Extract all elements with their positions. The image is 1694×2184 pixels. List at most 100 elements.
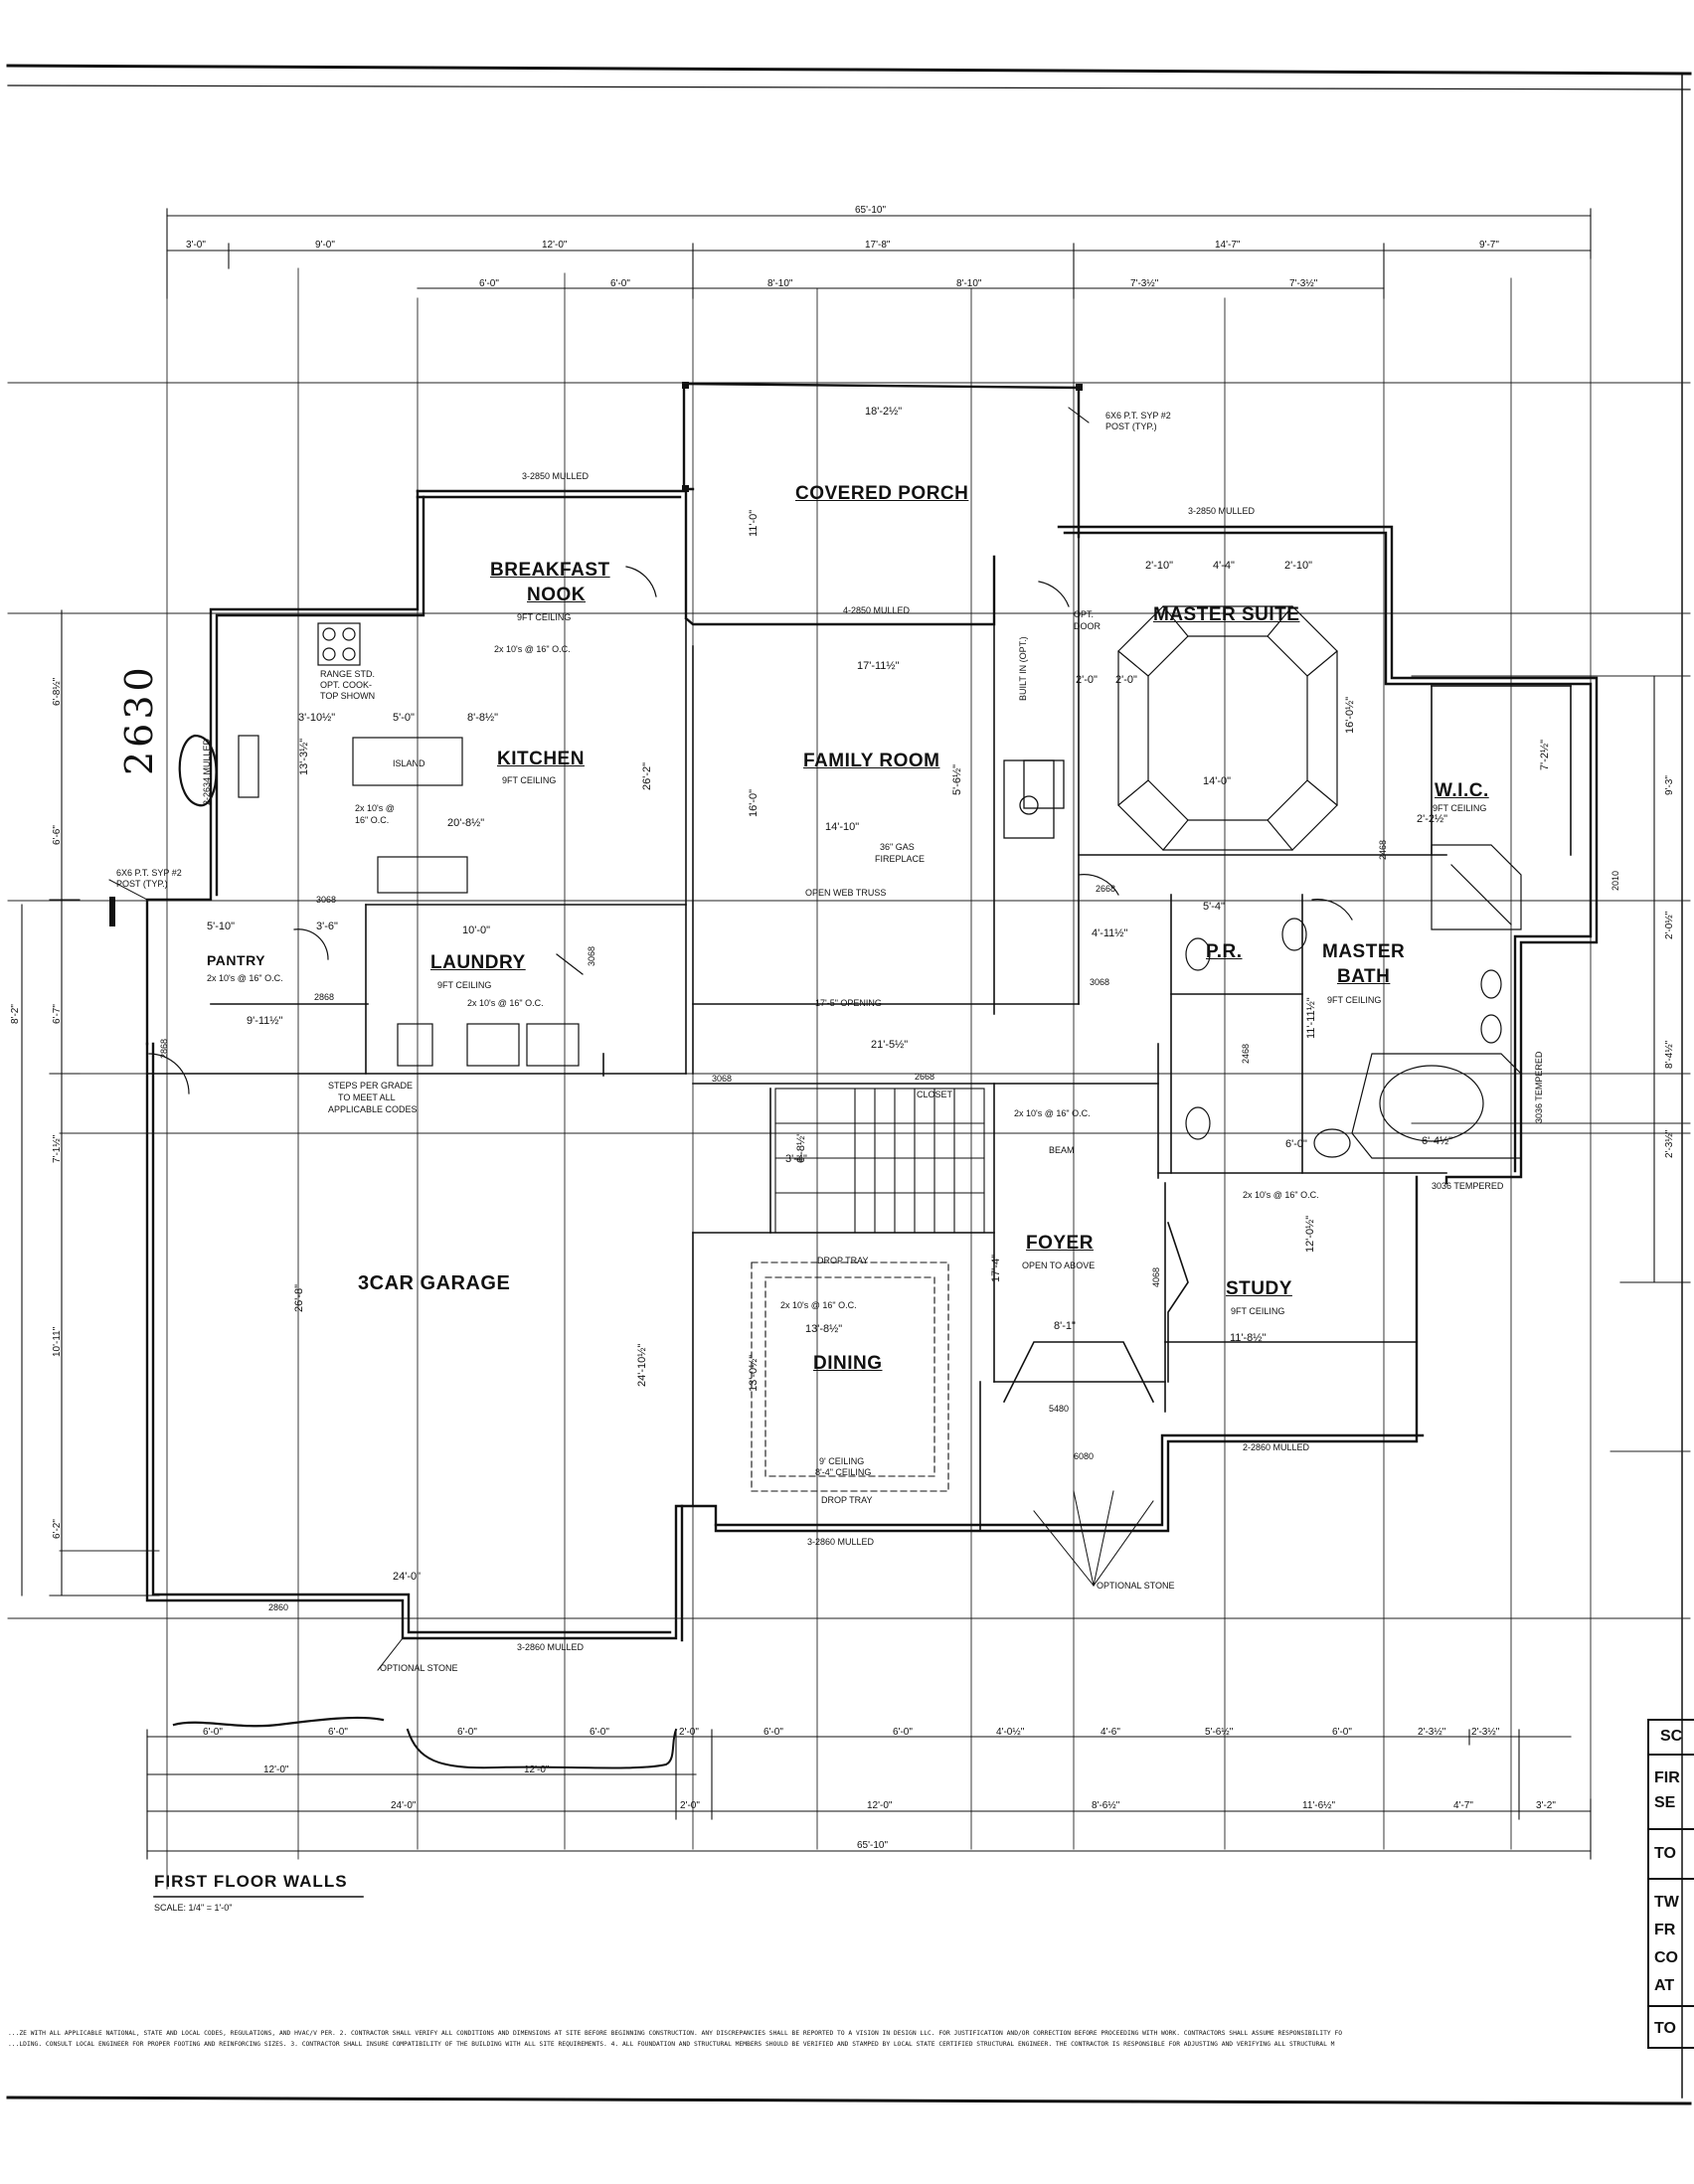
title-block-8: TO bbox=[1654, 2020, 1676, 2037]
dim-dining-height: 13'-0½" bbox=[748, 1354, 760, 1392]
post-note-2b: POST (TYP.) bbox=[1105, 421, 1157, 431]
nook-ceiling: 9FT CEILING bbox=[517, 612, 572, 622]
dim-right-r1: 9'-3" bbox=[1664, 775, 1675, 795]
dim-top-a1: 3'-0" bbox=[186, 240, 206, 251]
interior-walls bbox=[146, 536, 1572, 1532]
tempered-note-1: 3036 TEMPERED bbox=[1534, 1051, 1544, 1123]
dim-top-a6: 9'-7" bbox=[1479, 240, 1499, 251]
dim-wic-width: 2'-2½" bbox=[1417, 813, 1448, 825]
opt-door-1: OPT. bbox=[1074, 609, 1095, 619]
room-foyer: FOYER bbox=[1026, 1233, 1094, 1254]
drop-tray-label: DROP TRAY bbox=[821, 1495, 873, 1505]
built-in-note: BUILT IN (OPT.) bbox=[1018, 636, 1028, 701]
plan-title: FIRST FLOOR WALLS bbox=[154, 1872, 348, 1891]
dim-bot-e1: 24'-0" bbox=[391, 1800, 417, 1811]
code-k9: 2468 bbox=[1378, 839, 1388, 860]
dim-stair-width: 21'-5½" bbox=[871, 1039, 909, 1051]
handwritten-number: 2630 bbox=[117, 663, 161, 775]
dim-bot-e6: 4'-7" bbox=[1453, 1800, 1473, 1811]
dim-suite-b: 2'-10" bbox=[1145, 560, 1174, 572]
joist-5: 2x 10's @ 16" O.C. bbox=[1014, 1108, 1091, 1118]
opt-door-2: DOOR bbox=[1074, 621, 1101, 631]
plan-scale: SCALE: 1/4" = 1'-0" bbox=[154, 1903, 233, 1913]
dim-right-r4: 2'-3½" bbox=[1664, 1129, 1675, 1158]
dim-family-width-2: 14'-10" bbox=[825, 821, 860, 833]
dim-m3: 3'-10½" bbox=[298, 712, 336, 724]
kitchen-island bbox=[352, 737, 463, 786]
dim-bot-c4: 6'-0" bbox=[590, 1727, 609, 1738]
door-swings bbox=[148, 566, 1353, 1094]
dim-m2: 8'-8½" bbox=[467, 712, 499, 724]
beam-label: BEAM bbox=[1049, 1145, 1075, 1155]
dim-left-l6: 10'-11" bbox=[52, 1326, 63, 1357]
room-study: STUDY bbox=[1226, 1278, 1292, 1299]
window-kitchen: 2-2634 MULLED bbox=[202, 738, 212, 805]
steps-note-3: APPLICABLE CODES bbox=[328, 1104, 418, 1114]
fireplace-note: FIREPLACE bbox=[875, 854, 926, 864]
dim-top-b5: 7'-3½" bbox=[1130, 278, 1159, 289]
bottom-dimension-lines bbox=[146, 1729, 1592, 1860]
dim-top-b4: 8'-10" bbox=[956, 278, 982, 289]
laundry-ceiling: 9FT CEILING bbox=[437, 980, 492, 990]
staircase bbox=[774, 1088, 985, 1234]
dim-pr-width: 5'-4" bbox=[1203, 901, 1225, 913]
dim-bot-c11: 6'-0" bbox=[1332, 1727, 1352, 1738]
code-k7: 2468 bbox=[1241, 1043, 1251, 1064]
steps-note-2: TO MEET ALL bbox=[338, 1092, 396, 1102]
dim-bot-d2: 12'-0" bbox=[524, 1764, 550, 1775]
title-block-2: SE bbox=[1654, 1794, 1676, 1811]
top-dimension-lines bbox=[166, 208, 1592, 299]
dim-top-b3: 8'-10" bbox=[767, 278, 793, 289]
dim-wic-height: 7'-2½" bbox=[1539, 739, 1551, 770]
dim-left-l7: 6'-2" bbox=[52, 1519, 63, 1539]
title-block bbox=[1647, 1719, 1694, 2049]
optional-stone-note-1: OPTIONAL STONE bbox=[380, 1663, 458, 1673]
dim-foyer-height: 17'-4" bbox=[990, 1254, 1002, 1282]
dim-porch-width: 18'-2½" bbox=[865, 406, 903, 418]
sheet-top-border bbox=[6, 64, 1692, 76]
dim-pantry-c: 9'-11½" bbox=[247, 1015, 283, 1027]
dim-bot-c1: 6'-0" bbox=[203, 1727, 223, 1738]
wic-ceiling: 9FT CEILING bbox=[1433, 803, 1487, 813]
handwritten-scribble bbox=[172, 1716, 385, 1728]
dim-garage-height: 24'-10½" bbox=[636, 1343, 648, 1387]
notes-line-2: ...LDING. CONSULT LOCAL ENGINEER FOR PRO… bbox=[8, 2041, 1335, 2048]
dim-suite-height: 16'-0½" bbox=[1344, 696, 1356, 734]
dim-kitchen-width: 20'-8½" bbox=[447, 817, 485, 829]
sheet-bottom-border bbox=[6, 2096, 1692, 2105]
window-study: 2-2860 MULLED bbox=[1243, 1442, 1310, 1452]
room-covered-porch: COVERED PORCH bbox=[795, 483, 969, 504]
dining-tray-ceiling bbox=[751, 1261, 949, 1492]
drop-tray-label-2: DROP TRAY bbox=[817, 1256, 869, 1265]
code-k5: 2668 bbox=[1096, 884, 1116, 894]
dim-suite-width: 14'-0" bbox=[1203, 775, 1232, 787]
title-block-5: FR bbox=[1654, 1922, 1676, 1938]
joist-7: 2x 10's @ 16" O.C. bbox=[780, 1300, 857, 1310]
right-dimension-lines bbox=[1619, 675, 1691, 1283]
dim-left-l4: 6'-7" bbox=[52, 1004, 63, 1024]
dim-bot-c13: 2'-3½" bbox=[1471, 1727, 1500, 1738]
dim-family-width: 17'-11½" bbox=[857, 660, 900, 672]
notes-line-1: ...ZE WITH ALL APPLICABLE NATIONAL, STAT… bbox=[8, 2030, 1343, 2037]
joist-4: 2x 10's @ 16" O.C. bbox=[467, 998, 544, 1008]
dim-bot-c8: 4'-0½" bbox=[996, 1727, 1025, 1738]
dim-bot-c3: 6'-0" bbox=[457, 1727, 477, 1738]
window-nook: 3-2850 MULLED bbox=[522, 471, 590, 481]
dim-m6: 2'-0" bbox=[1115, 674, 1137, 686]
code-k12: 6080 bbox=[1074, 1451, 1095, 1461]
window-dining: 3-2860 MULLED bbox=[807, 1537, 875, 1547]
dim-top-a2: 9'-0" bbox=[315, 240, 335, 251]
joist-3: 16" O.C. bbox=[355, 815, 390, 825]
handwritten-loop bbox=[178, 734, 218, 807]
dim-foyer-width: 8'-1" bbox=[1054, 1320, 1076, 1332]
dim-mb-width: 6'-0" bbox=[1285, 1138, 1307, 1150]
dim-left-l1: 6'-8½" bbox=[52, 677, 63, 706]
code-k4: 2668 bbox=[915, 1072, 935, 1082]
dim-left-l2: 6'-6" bbox=[52, 825, 63, 845]
dim-suite-a: 4'-4" bbox=[1213, 560, 1235, 572]
dim-study-width: 11'-8½" bbox=[1230, 1332, 1267, 1344]
room-nook: NOOK bbox=[527, 585, 586, 605]
dim-bath-height: 11'-11½" bbox=[1305, 997, 1317, 1039]
room-master-suite: MASTER SUITE bbox=[1153, 604, 1300, 625]
room-master: MASTER bbox=[1322, 941, 1406, 962]
